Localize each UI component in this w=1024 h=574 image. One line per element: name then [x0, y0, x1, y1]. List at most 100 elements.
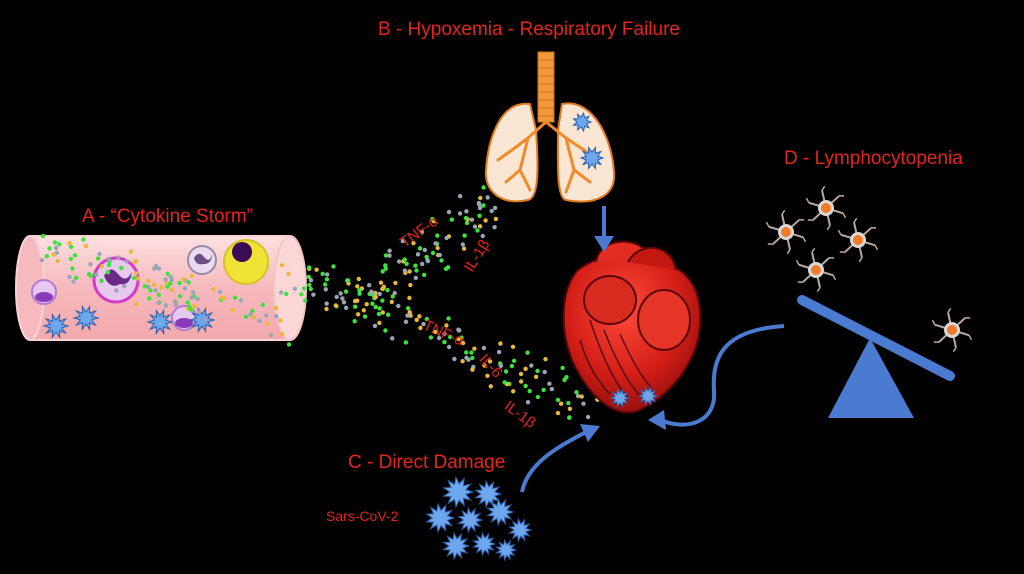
neutrophil-cell: [92, 256, 140, 304]
eosinophil-cell: [223, 239, 269, 285]
cytokine-dot: [498, 363, 504, 368]
cytokine-dot: [403, 319, 409, 324]
cytokine-dot: [405, 313, 410, 318]
cytokine-dot: [124, 259, 129, 264]
cytokine-dot: [39, 258, 45, 263]
cytokine-dot: [165, 271, 170, 277]
cytokine-dot: [163, 277, 168, 282]
cytokine-dot: [248, 312, 253, 317]
cytokine-dot: [172, 299, 178, 304]
cytokine-dot: [257, 318, 262, 323]
cytokine-dot: [345, 278, 351, 283]
cytokine-dot: [292, 286, 298, 291]
cytokine-dot: [185, 300, 190, 305]
cytokine-dot: [134, 301, 139, 307]
cytokine-dot: [189, 295, 194, 300]
cytokine-dot: [238, 298, 244, 303]
cytokine-dot: [435, 233, 440, 238]
cytokine-dot: [376, 311, 382, 317]
label-lymphocytopenia: D - Lymphocytopenia: [784, 148, 963, 169]
cytokine-dot: [542, 369, 547, 375]
cytokine-dot: [485, 195, 490, 200]
cytokine-dot: [387, 253, 392, 258]
cytokine-dot: [128, 249, 134, 254]
cytokine-dot: [323, 287, 328, 292]
cytokine-dot: [488, 384, 493, 389]
cytokine-dot: [449, 217, 454, 222]
cytokine-dot: [525, 350, 530, 355]
cytokine-dot: [411, 240, 416, 246]
cytokine-dot: [413, 275, 418, 281]
cytokine-dot: [71, 279, 76, 284]
cytokine-dot: [487, 359, 493, 364]
cytokine-dot: [274, 314, 279, 319]
heart: [562, 240, 702, 414]
cytokine-dot: [585, 414, 591, 420]
cytokine-dot: [393, 280, 398, 286]
cytokine-dot: [94, 272, 99, 277]
cytokine-dot: [511, 389, 516, 394]
cytokine-dot: [396, 259, 402, 264]
cytokine-dot: [464, 220, 470, 226]
cytokine-dot: [560, 365, 565, 371]
cytokine-dot: [373, 304, 378, 310]
cytokine-dot: [547, 381, 552, 386]
cytokine-dot: [489, 208, 494, 214]
cytokine-dot: [533, 374, 539, 379]
sars-cov-2-particle: [425, 502, 456, 534]
cytokine-dot: [417, 246, 423, 251]
cytokine-dot: [325, 272, 330, 277]
lymphocyte: [795, 247, 837, 293]
cytokine-dot: [302, 298, 308, 303]
sars-cov-2-particle: [442, 475, 475, 509]
cytokine-dot: [567, 406, 573, 411]
cytokine-dot: [168, 274, 174, 280]
cytokine-dot: [407, 310, 412, 315]
cytokine-dot: [417, 314, 422, 319]
cytokine-dot: [481, 203, 486, 208]
cytokine-dot: [67, 274, 72, 280]
sars-cov-2-cluster: [425, 475, 533, 562]
cytokine-dot: [147, 296, 152, 301]
cytokine-dot: [153, 263, 159, 269]
cytokine-dot: [430, 250, 436, 256]
cytokine-dot: [406, 306, 411, 311]
cytokine-dot: [278, 318, 283, 323]
cytokine-dot: [195, 296, 200, 302]
cytokine-dot: [469, 350, 474, 355]
cytokine-dot: [324, 301, 329, 306]
cytokine-dot: [510, 344, 516, 349]
cytokine-dot: [445, 265, 451, 270]
cytokine-dot: [509, 363, 515, 369]
cytokine-dot: [470, 355, 475, 361]
cytokine-dot: [535, 368, 540, 374]
cytokine-dot: [529, 363, 534, 368]
cytokine-dot: [502, 380, 507, 385]
cytokine-dot: [480, 233, 485, 239]
cytokine-dot: [181, 277, 186, 282]
cytokine-dot: [422, 247, 427, 253]
cytokine-dot: [421, 321, 426, 327]
sars-cov-2-particle: [485, 497, 515, 527]
cytokine-dot: [353, 304, 358, 309]
cytokine-dot: [420, 261, 425, 267]
cytokine-dot: [383, 328, 388, 333]
cytokine-dot: [458, 194, 463, 199]
cytokine-dot: [286, 271, 291, 277]
cytokine-dot: [203, 317, 208, 322]
cytokine-dot: [408, 282, 413, 288]
cytokine-dot: [279, 290, 284, 295]
virus-on-lung: [579, 146, 605, 170]
cytokine-dot: [190, 290, 196, 295]
cytokine-dot: [377, 291, 382, 297]
cytokine-dot: [99, 264, 105, 269]
cytokine-dot: [418, 325, 423, 331]
cytokine-dot: [390, 336, 395, 341]
cytokine-dot: [464, 209, 469, 214]
cytokine-dot: [373, 294, 378, 300]
cytokine-dot: [251, 315, 257, 320]
cytokine-dot: [482, 363, 487, 368]
virus-on-heart: [637, 385, 659, 407]
